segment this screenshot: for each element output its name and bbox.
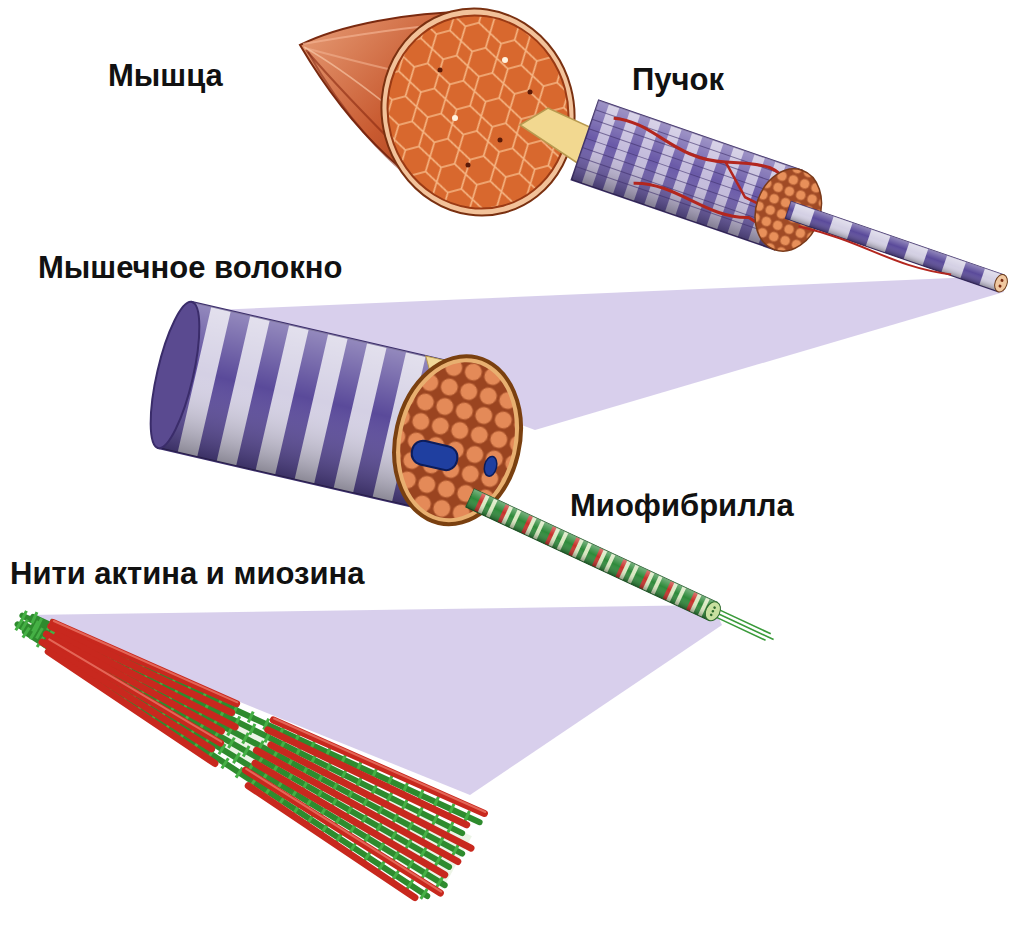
actin-highlight-part bbox=[240, 769, 447, 892]
muscle-belly-part bbox=[502, 57, 508, 63]
myosin-filament-part bbox=[33, 585, 480, 855]
actin-highlight-part bbox=[54, 605, 238, 718]
fascicle-part bbox=[1000, 279, 1004, 283]
muscle-fibre-part bbox=[482, 455, 498, 477]
muscle-belly-part bbox=[528, 90, 533, 95]
myofibril-part bbox=[713, 606, 716, 609]
actin-highlight-part bbox=[46, 639, 224, 741]
fascicle-part bbox=[785, 201, 1004, 291]
muscle-fibre-part bbox=[141, 298, 210, 452]
actin-filament bbox=[21, 586, 488, 910]
myosin-filament bbox=[0, 580, 480, 901]
muscle-belly-part bbox=[438, 68, 443, 73]
myosin-filament-part bbox=[34, 619, 462, 861]
muscle-belly-part bbox=[452, 115, 458, 121]
myosin-filament-part bbox=[20, 624, 451, 867]
myofibril-part bbox=[711, 608, 775, 644]
myosin-filament-part bbox=[7, 624, 454, 885]
actin-filament-part bbox=[271, 739, 471, 854]
actin-highlight bbox=[30, 584, 485, 891]
part-label: Миофибрилла bbox=[570, 488, 794, 524]
muscle-fibre-part bbox=[385, 351, 530, 530]
part-label: Пучок bbox=[632, 62, 724, 98]
myosin-filament-part bbox=[20, 624, 451, 867]
fascicle-part bbox=[798, 222, 951, 279]
muscle-belly-part bbox=[498, 138, 503, 143]
part-label: Мышца bbox=[108, 58, 223, 94]
part-label: Мышечное волокно bbox=[38, 250, 342, 286]
myofibril-part bbox=[711, 610, 714, 613]
fascicle bbox=[571, 100, 1020, 325]
fascicle-part bbox=[992, 273, 1009, 294]
fascicle-part bbox=[785, 201, 1004, 291]
muscle-belly-part bbox=[466, 163, 471, 168]
actin-myosin-filaments-part bbox=[5, 594, 471, 889]
actin-filament-part bbox=[273, 702, 484, 832]
actin-myosin-filaments bbox=[0, 570, 490, 910]
fascicle-part bbox=[998, 284, 1002, 288]
actin-filament-part bbox=[40, 652, 223, 764]
myofibril-part bbox=[709, 613, 712, 616]
muscle-fibre-part bbox=[409, 439, 459, 473]
myosin-filament-part bbox=[7, 624, 454, 885]
actin-filament-part bbox=[256, 750, 457, 862]
part-label: Нити актина и миозина bbox=[10, 556, 365, 592]
myosin-filament-part bbox=[33, 585, 480, 855]
myofibril-part bbox=[702, 599, 723, 623]
myosin-filament-part bbox=[34, 619, 462, 861]
actin-highlight-part bbox=[274, 701, 485, 831]
actin-filament-part bbox=[240, 786, 423, 898]
